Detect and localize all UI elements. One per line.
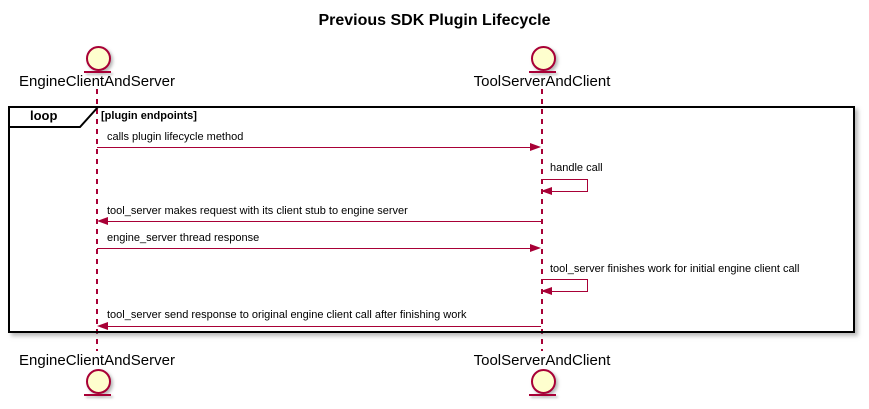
pentagon-shape [8,106,101,128]
entity-icon [531,369,556,394]
loop-operator-label: loop [30,108,58,123]
message-label-5: tool_server finishes work for initial en… [550,263,800,275]
participant-label-engine-top: EngineClientAndServer [19,73,175,90]
arrowhead-left-icon [541,287,552,295]
participant-label-tool-bottom: ToolServerAndClient [473,352,611,369]
message-label-6: tool_server send response to original en… [107,309,467,321]
entity-icon [86,369,111,394]
lifeline-tool [541,89,543,351]
arrowhead-right-icon [530,143,541,151]
self-message-hook [542,179,588,192]
arrowhead-left-icon [97,322,108,330]
message-arrow-4 [97,248,530,249]
entity-underline [529,71,556,73]
loop-frame [8,106,855,333]
arrowhead-left-icon [97,217,108,225]
self-message-hook [542,279,588,292]
arrowhead-left-icon [541,187,552,195]
participant-label-tool-top: ToolServerAndClient [473,73,611,90]
message-label-2: handle call [550,162,603,174]
participant-label-engine-bottom: EngineClientAndServer [19,352,175,369]
entity-underline [84,71,111,73]
message-arrow-3 [108,221,541,222]
diagram-title: Previous SDK Plugin Lifecycle [318,12,551,29]
loop-operator-pentagon: loop [8,106,106,128]
message-label-3: tool_server makes request with its clien… [107,205,408,217]
message-arrow-1 [97,147,530,148]
message-label-1: calls plugin lifecycle method [107,131,244,143]
arrowhead-right-icon [530,244,541,252]
entity-icon [86,46,111,71]
loop-guard-condition: [plugin endpoints] [101,110,197,122]
message-label-4: engine_server thread response [107,232,260,244]
entity-underline [84,394,111,396]
entity-underline [529,394,556,396]
entity-icon [531,46,556,71]
message-arrow-6 [108,326,541,327]
